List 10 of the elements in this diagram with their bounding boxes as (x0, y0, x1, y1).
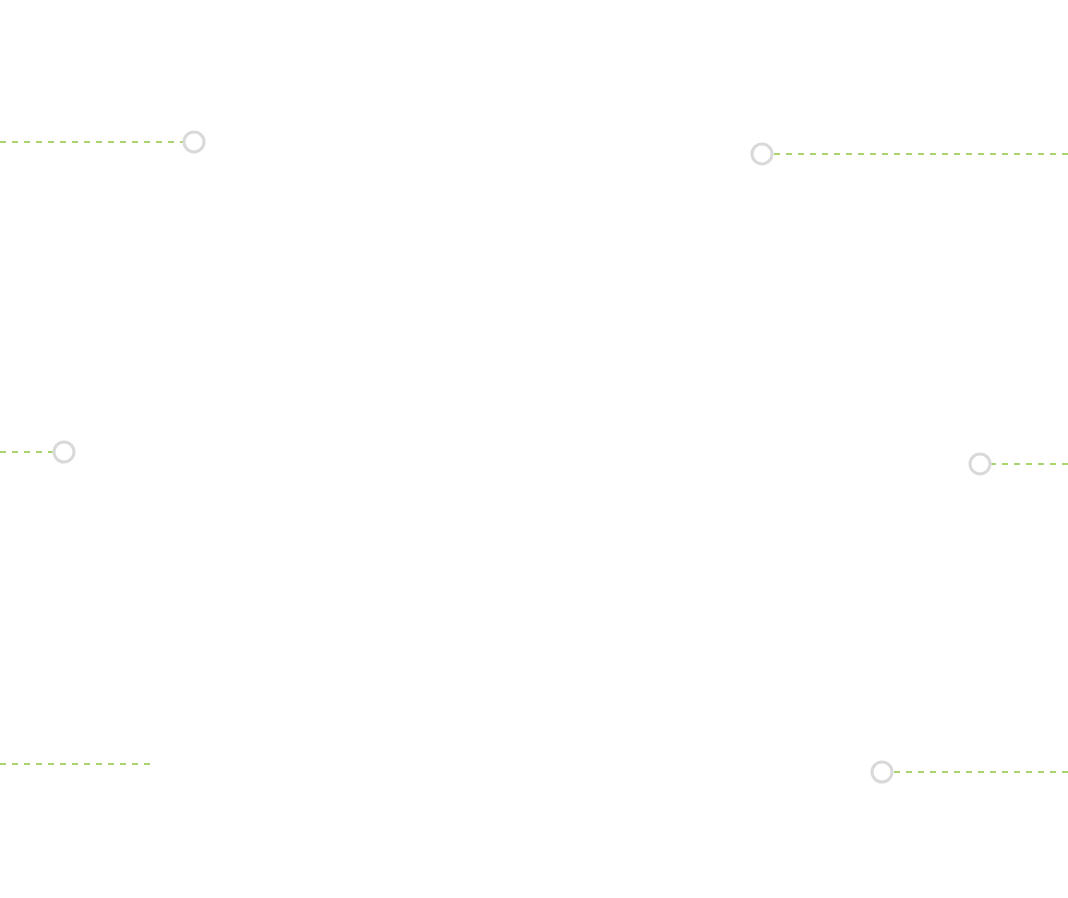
leader-line (772, 153, 1068, 155)
marker-circle (870, 760, 894, 784)
marker-circle (182, 130, 206, 154)
marker-circle (750, 142, 774, 166)
leader-line (892, 771, 1068, 773)
leader-line (0, 141, 184, 143)
leader-line (990, 463, 1068, 465)
marker-circle (968, 452, 992, 476)
leader-line (0, 451, 54, 453)
marker-circle (52, 440, 76, 464)
